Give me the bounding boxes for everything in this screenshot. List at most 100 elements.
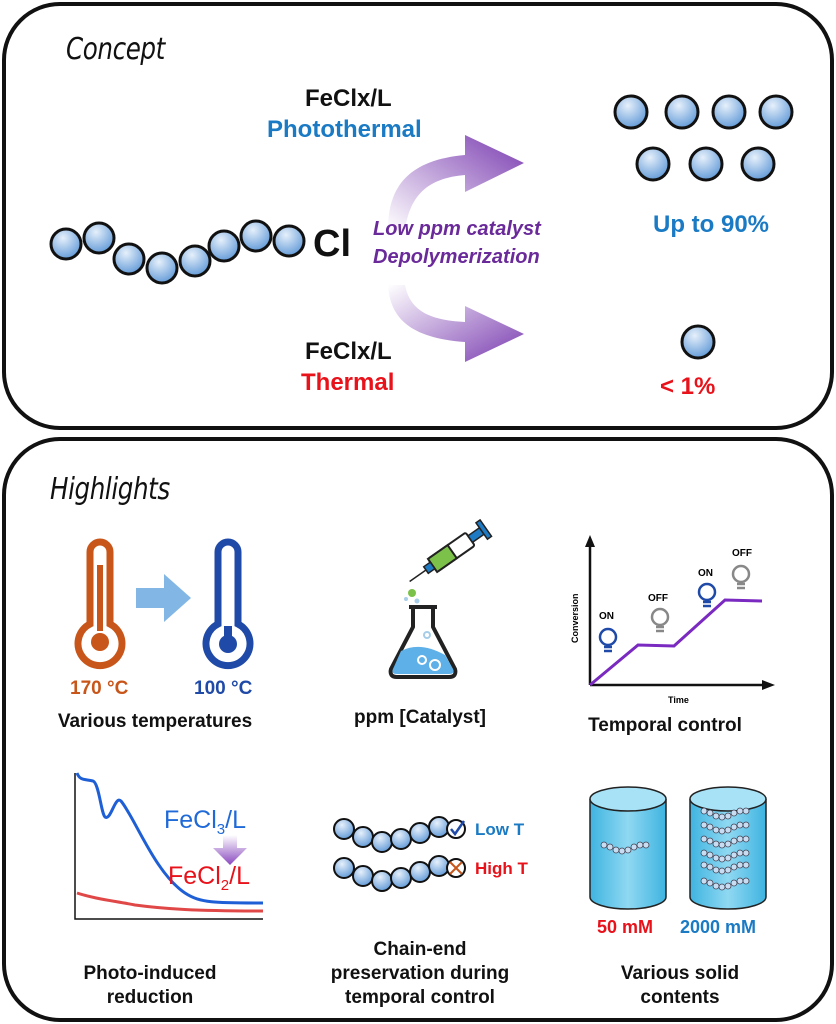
chain-bead — [736, 821, 744, 829]
temporal-chart: ON OFF ON OFF Time Conversion — [570, 535, 775, 705]
concept-title: Concept — [66, 32, 165, 67]
chain-bead — [736, 835, 744, 843]
lightbulb-on-icon — [697, 582, 717, 608]
check-icon — [450, 820, 466, 837]
reduction-arrow-icon — [213, 835, 247, 865]
thermometer-hot-icon — [74, 538, 126, 670]
chain-bead — [724, 826, 732, 834]
chain-bead — [700, 821, 708, 829]
chain-bead — [706, 851, 714, 859]
chain-end-caption-line2: preservation during — [330, 963, 510, 984]
conversion-line — [589, 598, 763, 687]
chain-bead — [742, 835, 750, 843]
chain-bead — [736, 807, 744, 815]
photo-caption-line2: reduction — [106, 987, 194, 1008]
top-catalyst-label: FeClx/L — [305, 85, 392, 112]
state-label: ON — [599, 611, 614, 622]
high-temp-label: 170 °C — [70, 678, 129, 699]
state-label: ON — [698, 568, 713, 579]
temperature-caption: Various temperatures — [57, 711, 253, 732]
chain-bead — [730, 837, 738, 845]
thermometer-cool-icon — [202, 538, 254, 670]
y-axis-label: Conversion — [570, 593, 580, 643]
chain-bead — [730, 851, 738, 859]
low-temp-label: 100 °C — [194, 678, 253, 699]
chain-bead — [724, 840, 732, 848]
arrow-right-icon — [136, 574, 191, 622]
chain-bead — [712, 866, 720, 874]
chain-bead — [730, 879, 738, 887]
monomer-group-high — [613, 94, 794, 182]
chain-bead — [742, 877, 750, 885]
chain-low-t — [333, 816, 466, 892]
fecl2-main: FeCl — [168, 862, 221, 890]
chain-bead — [700, 877, 708, 885]
chain-bead — [730, 863, 738, 871]
fecl2-suffix: /L — [229, 862, 250, 890]
fecl3-label: FeCl3/L — [164, 806, 246, 838]
chain-bead — [700, 849, 708, 857]
chain-bead — [706, 863, 714, 871]
polymer-chain — [49, 219, 306, 285]
flask-icon — [388, 589, 458, 679]
chain-bead — [706, 809, 714, 817]
low-t-label: Low T — [475, 820, 525, 839]
chain-bead — [718, 855, 726, 863]
solid-caption: Various solid contents — [590, 962, 770, 1010]
chain-bead — [724, 812, 732, 820]
photo-caption: Photo-induced reduction — [50, 962, 250, 1010]
syringe-icon — [409, 518, 493, 583]
state-label: OFF — [732, 548, 752, 559]
chain-bead — [700, 835, 708, 843]
chain-bead — [718, 867, 726, 875]
chain-bead — [700, 861, 708, 869]
high-t-label: High T — [475, 859, 528, 878]
highlights-title: Highlights — [50, 472, 170, 507]
cylinder-low-icon — [589, 786, 667, 910]
chain-bead — [712, 882, 720, 890]
chain-bead — [724, 866, 732, 874]
chain-bead — [706, 879, 714, 887]
temporal-caption: Temporal control — [588, 715, 742, 736]
chain-bead — [730, 823, 738, 831]
photo-caption-line1: Photo-induced — [83, 963, 217, 984]
chain-bead — [724, 882, 732, 890]
photothermal-label: Photothermal — [267, 116, 422, 143]
chain-bead — [730, 809, 738, 817]
chain-bead — [706, 823, 714, 831]
chain-bead — [712, 812, 720, 820]
chain-end-caption-line1: Chain-end — [373, 939, 467, 960]
arrow-down-icon — [388, 285, 524, 362]
chain-bead — [742, 807, 750, 815]
fecl3-spectrum-line — [75, 772, 264, 905]
catalyst-caption: ppm [Catalyst] — [354, 707, 486, 728]
lightbulb-off-icon — [731, 564, 751, 590]
high-conc-label: 2000 mM — [680, 917, 757, 937]
chain-bead — [718, 827, 726, 835]
solid-caption-line1: Various solid — [620, 963, 740, 984]
x-axis-label: Time — [668, 695, 689, 705]
chain-bead — [724, 854, 732, 862]
lightbulb-on-icon — [598, 627, 618, 653]
chain-bead — [718, 813, 726, 821]
cylinder-high-icon — [689, 786, 767, 910]
chain-bead — [706, 837, 714, 845]
low-yield-label: < 1% — [660, 373, 716, 400]
center-line2: Depolymerization — [373, 246, 540, 268]
chain-bead — [712, 854, 720, 862]
state-label: OFF — [648, 593, 668, 604]
chain-bead — [736, 877, 744, 885]
center-line1: Low ppm catalyst — [373, 218, 541, 240]
chain-bead — [742, 849, 750, 857]
cross-icon — [449, 861, 463, 875]
fecl3-main: FeCl — [164, 806, 217, 834]
chain-end-caption-line3: temporal control — [345, 987, 495, 1008]
thermal-label: Thermal — [301, 369, 395, 396]
end-group-label: Cl — [313, 223, 351, 265]
fecl2-sub: 2 — [220, 877, 230, 894]
arrow-up-icon — [388, 135, 524, 230]
highlights-panel — [2, 437, 834, 1022]
chain-end-caption: Chain-end preservation during temporal c… — [310, 938, 530, 1010]
fecl3-sub: 3 — [216, 821, 226, 838]
chain-bead — [712, 826, 720, 834]
